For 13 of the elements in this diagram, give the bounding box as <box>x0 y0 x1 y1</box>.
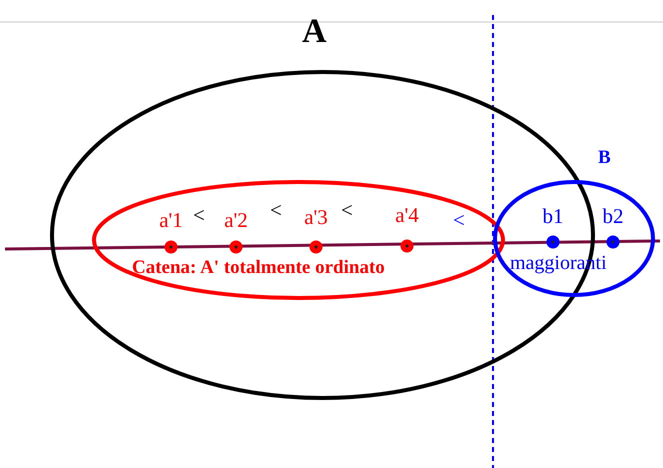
point-label: a'2 <box>223 210 249 231</box>
point-label: b1 <box>542 206 564 227</box>
point-label: b2 <box>602 206 624 227</box>
set-label: B <box>598 148 611 167</box>
order-sign: < <box>270 200 282 221</box>
point-label: a'4 <box>394 205 420 226</box>
point-label: a'3 <box>303 207 329 228</box>
set-label: A <box>302 15 327 49</box>
order-sign: < <box>453 210 465 231</box>
order-sign: < <box>193 205 205 226</box>
point-label: a'1 <box>158 210 184 231</box>
order-sign: < <box>341 200 353 221</box>
set-caption: Catena: A' totalmente ordinato <box>132 258 385 277</box>
